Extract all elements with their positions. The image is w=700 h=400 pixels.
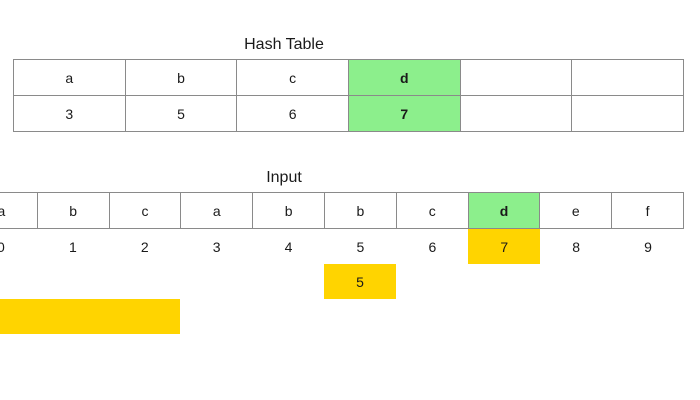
input-char-cell: b <box>325 193 397 229</box>
index-label: 2 <box>140 238 149 255</box>
hash-key-cell <box>460 60 573 96</box>
hash-key-cell: b <box>125 60 238 96</box>
index-label: 3 <box>212 238 221 255</box>
index-label: 0 <box>0 238 5 255</box>
index-label: 4 <box>284 238 293 255</box>
input-char-cell: c <box>396 193 469 229</box>
input-char-cell: b <box>253 193 325 229</box>
index-label: 1 <box>68 238 77 255</box>
input-title: Input <box>266 169 302 186</box>
input-char-cell: f <box>612 193 684 229</box>
input-char-cell: a <box>0 193 38 229</box>
pointer-box: 5 <box>324 264 396 299</box>
hash-value-cell: 5 <box>125 96 238 132</box>
input-char-cell-highlighted: d <box>468 193 541 229</box>
input-row: a b c a b b c d e f <box>0 192 684 229</box>
hash-value-cell-highlighted: 7 <box>348 96 461 132</box>
index-label-highlighted: 7 <box>468 229 541 264</box>
index-label: 8 <box>572 238 581 255</box>
hash-value-cell: 6 <box>237 96 349 132</box>
input-char-cell: e <box>540 193 613 229</box>
input-char-cell: b <box>37 193 110 229</box>
hash-value-cell: 3 <box>14 96 126 132</box>
index-label: 6 <box>428 238 437 255</box>
window-bar <box>0 299 180 334</box>
index-row: 0 1 2 3 4 5 6 7 8 9 <box>0 229 684 264</box>
hash-table-title: Hash Table <box>244 36 324 53</box>
index-label: 9 <box>644 238 652 255</box>
hash-key-cell <box>572 60 684 96</box>
hash-value-cell <box>572 96 684 132</box>
input-char-cell: a <box>181 193 254 229</box>
index-label: 5 <box>356 238 365 255</box>
hash-key-cell: a <box>14 60 126 96</box>
hash-value-cell <box>460 96 573 132</box>
hash-key-cell-highlighted: d <box>348 60 461 96</box>
input-char-cell: c <box>109 193 182 229</box>
hash-key-cell: c <box>237 60 349 96</box>
hash-table-grid: a b c d 3 5 6 7 <box>13 59 684 132</box>
